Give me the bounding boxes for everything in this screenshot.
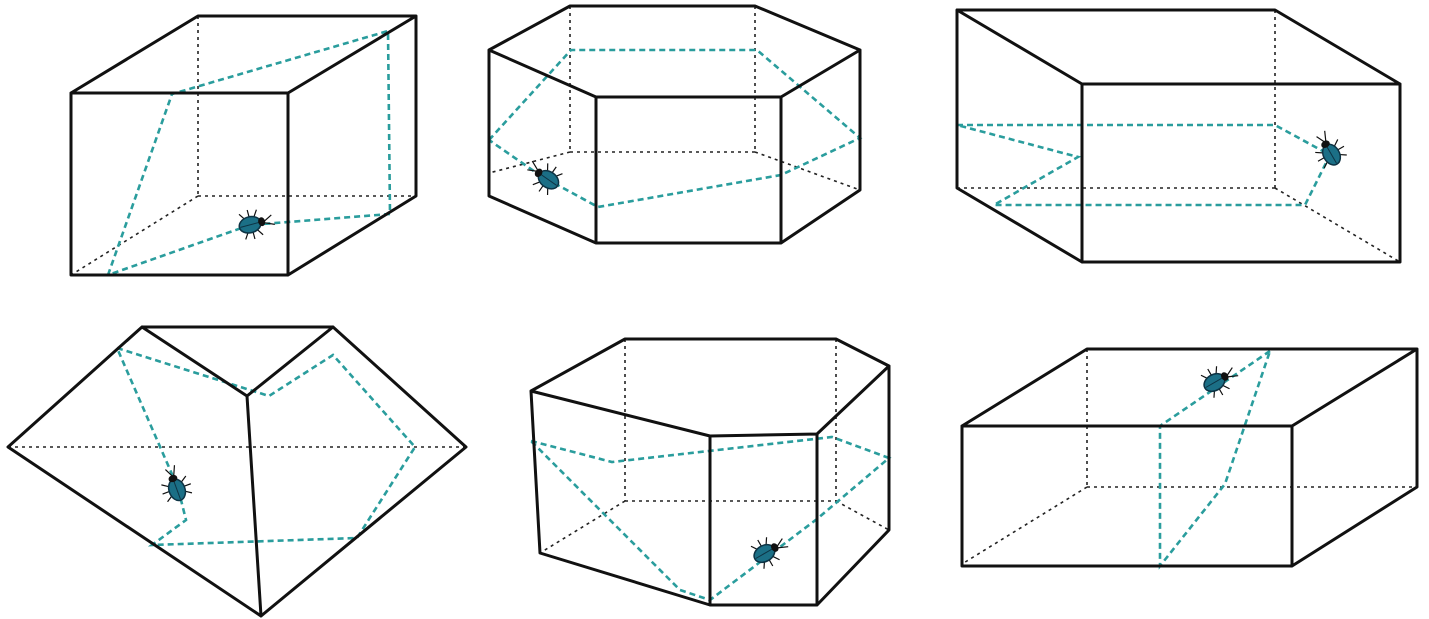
bug-path: [956, 123, 1332, 207]
bug-path: [106, 29, 392, 277]
hidden-edges: [70, 16, 416, 276]
hidden-edges: [957, 10, 1401, 263]
visible-edges: [529, 337, 891, 607]
beetle-icon: [746, 527, 794, 573]
visible-edges: [955, 8, 1402, 264]
figure-hexagonal-prism: [487, 4, 863, 245]
visible-edges: [487, 4, 862, 245]
figure-cube: [69, 14, 418, 277]
beetle-icon: [1305, 125, 1351, 173]
beetle-icon: [1196, 356, 1244, 402]
bug-path: [530, 435, 892, 602]
figure-rectangular-box: [955, 8, 1402, 264]
figure-triangular-prism: [6, 325, 468, 618]
figure-flat-box: [960, 347, 1419, 570]
hidden-edges: [961, 349, 1417, 565]
hidden-edges: [488, 6, 861, 191]
visible-edges: [69, 14, 418, 277]
figure-pentagonal-prism: [529, 337, 892, 607]
beetle-icon: [234, 203, 278, 243]
hidden-edges: [539, 339, 890, 554]
beetle-icon: [153, 461, 196, 507]
beetle-icon: [519, 152, 567, 200]
visible-edges: [960, 347, 1419, 568]
visible-edges: [6, 325, 468, 618]
bug-path: [115, 346, 417, 547]
